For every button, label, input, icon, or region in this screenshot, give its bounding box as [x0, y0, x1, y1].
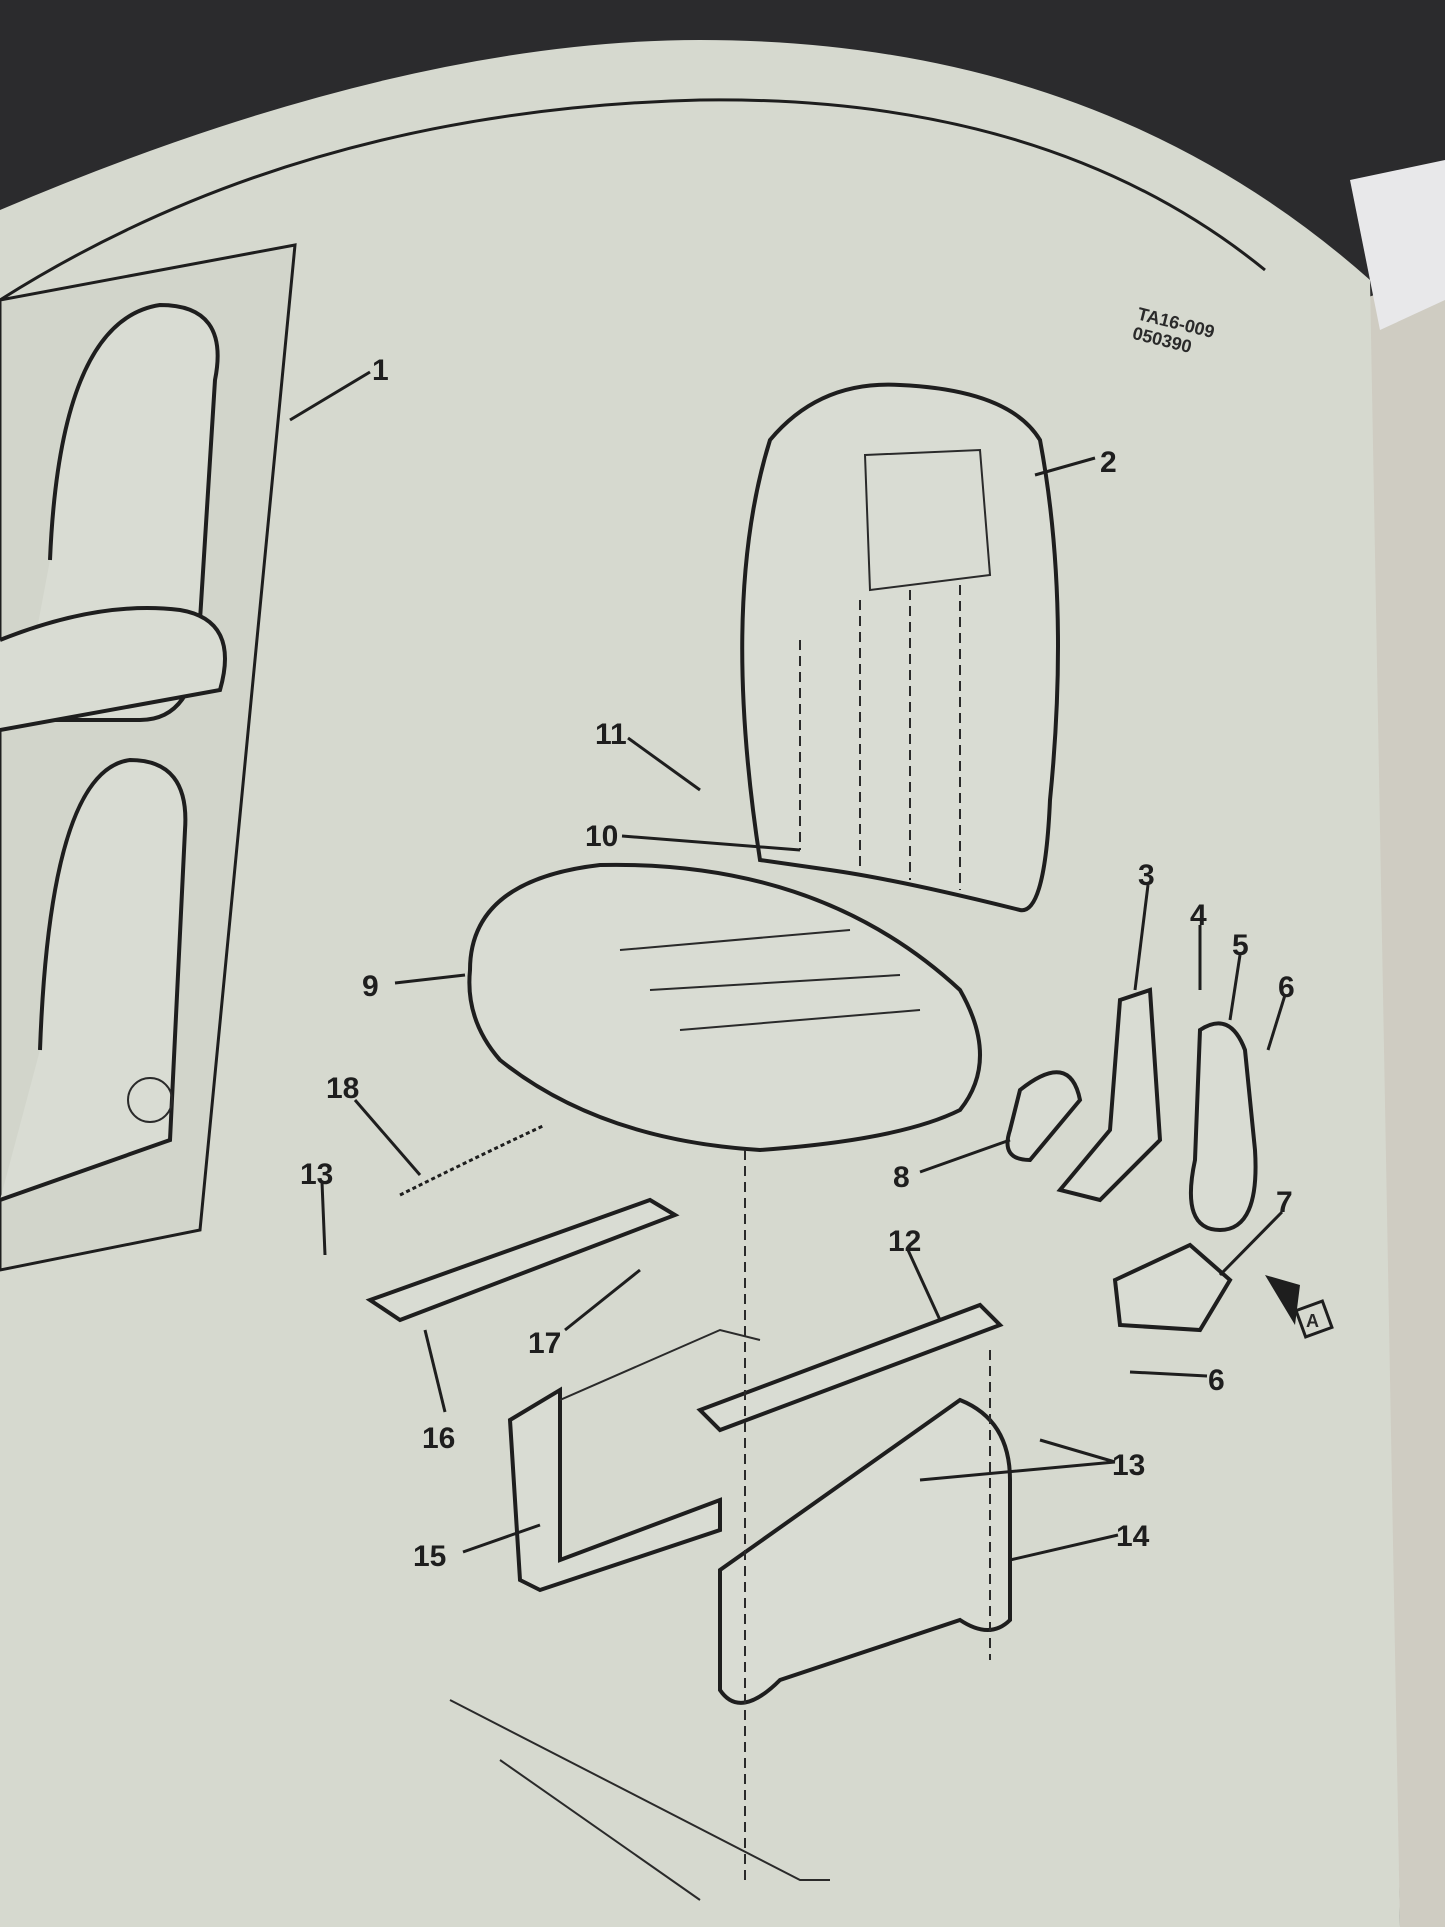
- callout-5: 5: [1232, 929, 1249, 962]
- pivot-plate: [1005, 1070, 1083, 1163]
- header-rule: [0, 98, 1266, 302]
- seat-riser-left: [507, 1386, 722, 1593]
- callout-7: 7: [1276, 1186, 1293, 1219]
- callout-13a: 13: [300, 1158, 333, 1191]
- view-arrow-icon: [1265, 1275, 1300, 1325]
- callout-13b: 13: [1112, 1449, 1145, 1482]
- callout-2: 2: [1100, 446, 1117, 479]
- recliner-mechanism: [1056, 987, 1163, 1203]
- trim-cover: [1112, 1242, 1233, 1333]
- callouts: 1 2 3 4 5 6 7 8 9 10 11 12 13 13 14 15 1…: [300, 354, 1295, 1573]
- view-marker-box: [1294, 1299, 1334, 1339]
- seat-back: [740, 382, 1060, 913]
- callout-9: 9: [362, 970, 379, 1003]
- paper-corner: [1350, 160, 1445, 330]
- callout-1: 1: [372, 354, 389, 387]
- callout-11: 11: [595, 718, 627, 751]
- callout-14: 14: [1116, 1520, 1150, 1553]
- inset-seat-lower: [0, 757, 188, 1202]
- next-page-edge: [1360, 270, 1445, 1927]
- view-marker: A: [1306, 1311, 1319, 1331]
- inset-seat-upper: [0, 302, 227, 732]
- floor-outline: [449, 1699, 830, 1901]
- callout-18: 18: [326, 1072, 359, 1105]
- seat-track-left: [365, 1197, 680, 1323]
- leader-lines: [289, 370, 1287, 1562]
- callout-12: 12: [888, 1225, 921, 1258]
- callout-17: 17: [528, 1327, 561, 1360]
- seat-track-right: [696, 1302, 1004, 1433]
- spring: [399, 1123, 546, 1197]
- callout-6b: 6: [1208, 1364, 1225, 1397]
- callout-6: 6: [1278, 971, 1295, 1004]
- recliner-cover: [1188, 1021, 1258, 1233]
- callout-15: 15: [413, 1540, 446, 1573]
- callout-8: 8: [893, 1161, 910, 1194]
- callout-4: 4: [1190, 899, 1207, 932]
- callout-10: 10: [585, 820, 618, 853]
- callout-16: 16: [422, 1422, 455, 1455]
- callout-3: 3: [1138, 859, 1155, 892]
- seat-cushion: [467, 862, 982, 1153]
